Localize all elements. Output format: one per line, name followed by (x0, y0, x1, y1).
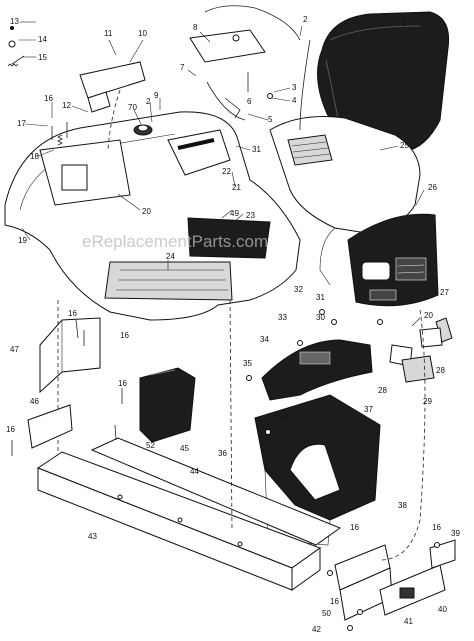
callout-28-b: 28 (436, 366, 445, 375)
callout-15: 15 (38, 53, 47, 62)
callout-7: 7 (180, 63, 185, 72)
callout-29: 29 (423, 397, 432, 406)
callout-16-c: 16 (120, 331, 129, 340)
callout-13: 13 (10, 17, 19, 26)
callout-30: 30 (316, 313, 325, 322)
grille-part (347, 213, 439, 307)
callout-17: 17 (17, 119, 26, 128)
callout-32: 32 (294, 285, 303, 294)
callout-8: 8 (193, 23, 198, 32)
callout-45: 45 (180, 444, 189, 453)
callout-20-b: 20 (424, 311, 433, 320)
callout-16-g: 16 (432, 523, 441, 532)
callout-19: 19 (18, 236, 27, 245)
callout-3: 3 (292, 83, 297, 92)
callout-25: 25 (400, 141, 409, 150)
pedal-cover-part (167, 129, 231, 176)
frame-bracket-part (27, 404, 73, 449)
bushing-part (133, 124, 153, 136)
callout-47: 47 (10, 345, 19, 354)
callout-16-f: 16 (350, 523, 359, 532)
callout-2-top: 2 (303, 15, 308, 24)
callout-22: 22 (222, 167, 231, 176)
dash-tower-part (254, 394, 381, 546)
callout-16-a: 16 (44, 94, 53, 103)
callout-21: 21 (232, 183, 241, 192)
callout-10: 10 (138, 29, 147, 38)
seat-bracket-part (79, 61, 146, 113)
headlight-parts (389, 317, 453, 383)
callout-27: 27 (440, 288, 449, 297)
callout-18: 18 (30, 152, 39, 161)
callout-39: 39 (451, 529, 460, 538)
callout-44: 44 (190, 467, 199, 476)
callout-26: 26 (428, 183, 437, 192)
callout-42: 42 (312, 625, 321, 634)
battery-box-part (139, 367, 196, 443)
dash-panel-part (261, 339, 373, 401)
callout-28-a: 28 (378, 386, 387, 395)
watermark-text: eReplacementParts.com (82, 232, 268, 251)
callout-33: 33 (278, 313, 287, 322)
callout-41: 41 (404, 617, 413, 626)
callout-52: 52 (146, 441, 155, 450)
callout-37: 37 (364, 405, 373, 414)
callout-38: 38 (398, 501, 407, 510)
callout-6: 6 (247, 97, 252, 106)
callout-16-h: 16 (330, 597, 339, 606)
front-bumper-part (334, 539, 456, 621)
callout-34: 34 (260, 335, 269, 344)
callout-43: 43 (88, 532, 97, 541)
cable-lines (107, 5, 426, 561)
callout-40: 40 (438, 605, 447, 614)
seat-part (317, 11, 450, 153)
callout-23: 23 (246, 211, 255, 220)
mount-bracket-part (39, 317, 101, 394)
leader-lines (18, 21, 425, 327)
callout-2-mid: 2 (146, 97, 151, 106)
callout-16-b: 16 (68, 309, 77, 318)
callout-4: 4 (292, 96, 297, 105)
callout-24: 24 (166, 252, 175, 261)
callout-49: 49 (230, 209, 239, 218)
callout-labels: 13 14 15 11 10 8 7 2 1 3 4 6 5 16 12 70 … (6, 15, 460, 634)
callout-35: 35 (243, 359, 252, 368)
callout-31-c: 31 (280, 413, 289, 422)
callout-16-e: 16 (6, 425, 15, 434)
hardware-parts (7, 26, 440, 631)
callout-20-a: 20 (142, 207, 151, 216)
callout-46: 46 (30, 397, 39, 406)
callout-9: 9 (154, 91, 159, 100)
callout-36: 36 (218, 449, 227, 458)
hood-part (269, 116, 421, 286)
callout-11: 11 (104, 29, 113, 38)
callout-31-b: 31 (316, 293, 325, 302)
callout-14: 14 (38, 35, 47, 44)
callout-12: 12 (62, 101, 71, 110)
callout-1: 1 (402, 19, 407, 28)
callout-16-d: 16 (118, 379, 127, 388)
callout-70: 70 (128, 103, 137, 112)
callout-31-a: 31 (252, 145, 261, 154)
frame-part (36, 299, 342, 591)
fender-part (4, 111, 301, 321)
seat-pan-part (189, 29, 266, 63)
callout-50: 50 (322, 609, 331, 618)
callout-5: 5 (268, 115, 273, 124)
